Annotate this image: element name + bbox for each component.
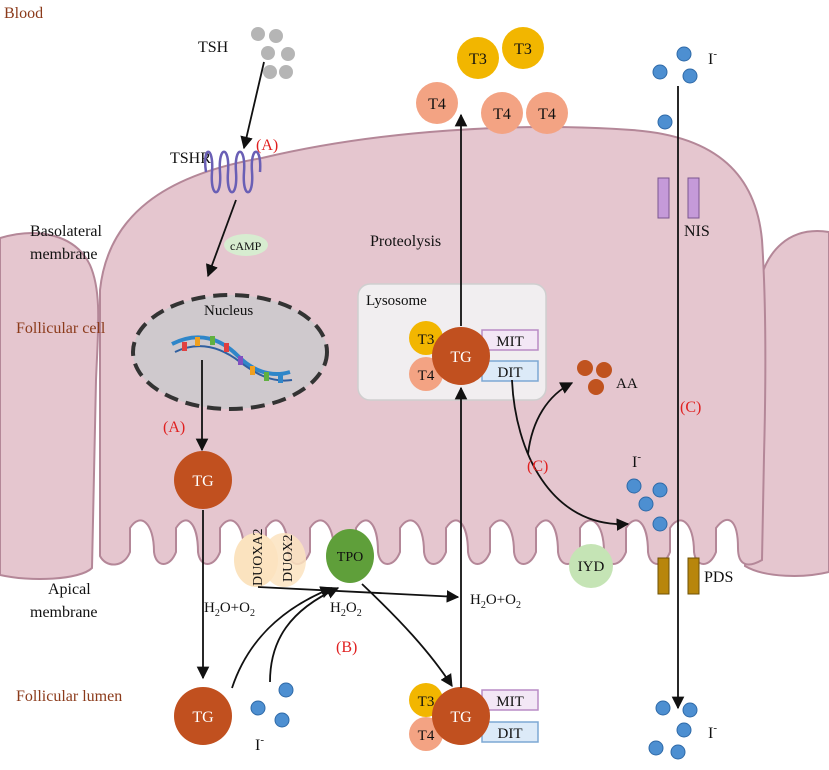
annotation-c-right: (C) <box>680 399 701 416</box>
annotation-a-top: (A) <box>256 137 278 154</box>
amino-acid-arrow <box>527 382 574 455</box>
iodide-to-tpo-arrow <box>269 587 340 683</box>
follicular-lumen-label: Follicular lumen <box>16 688 122 705</box>
t3-blood-label-2: T3 <box>514 41 532 58</box>
tshr-to-nucleus-arrow <box>206 199 237 278</box>
t4-blood-label-2: T4 <box>493 106 511 123</box>
t3-blood-circle-2 <box>502 27 544 69</box>
nis-channel-left <box>657 177 670 219</box>
dit-lumen-label: DIT <box>498 726 523 742</box>
tg-lysosome-circle <box>432 327 490 385</box>
basolateral-label-line1: Basolateral <box>30 223 103 240</box>
apical-label-line2: membrane <box>30 604 98 621</box>
tshr-receptor-icon <box>203 150 262 194</box>
dna-strand-icon <box>171 335 293 383</box>
tsh-label: TSH <box>198 39 229 56</box>
lumen-right-iodide-label: I- <box>708 722 717 742</box>
h2o2-label: H2O2 <box>330 600 362 619</box>
annotation-c-left: (C) <box>527 458 548 475</box>
lysosome-label: Lysosome <box>366 293 427 309</box>
t4-blood-circle-3 <box>526 92 568 134</box>
h2o-o2-left: H2O+O2 <box>204 600 255 619</box>
pds-label: PDS <box>704 569 733 586</box>
tg-lumen-label: TG <box>192 709 214 726</box>
tg-cell-circle <box>174 451 232 509</box>
apical-label-line1: Apical <box>48 581 91 598</box>
h2o-o2-right: H2O+O2 <box>470 592 521 611</box>
pds-channel-left <box>657 557 670 595</box>
dit-lysosome-label: DIT <box>498 365 523 381</box>
tpo-to-iodinated-tg-arrow <box>361 583 453 688</box>
nucleus-label: Nucleus <box>204 303 253 319</box>
annotation-b: (B) <box>336 639 357 656</box>
mit-lumen-label: MIT <box>496 694 524 710</box>
tsh-molecules <box>251 27 295 79</box>
t4-blood-label-1: T4 <box>428 96 446 113</box>
iyd-enzyme <box>569 544 613 588</box>
tpo-label: TPO <box>337 550 363 565</box>
t4-blood-label-3: T4 <box>538 106 556 123</box>
camp-label: cAMP <box>230 239 262 253</box>
tg-iodinated-lumen-label: TG <box>450 709 472 726</box>
t3-blood-label-1: T3 <box>469 51 487 68</box>
blood-iodide-ions <box>652 46 698 130</box>
t3-lysosome-label: T3 <box>418 332 435 348</box>
h2o2-flow-arrow <box>257 586 460 603</box>
pds-channel-right <box>687 557 700 595</box>
nis-channel-right <box>687 177 700 219</box>
tsh-to-tshr-arrow <box>240 61 265 150</box>
iyd-label: IYD <box>578 559 605 575</box>
tshr-label: TSHR <box>170 150 211 167</box>
tg-cell-label: TG <box>192 473 214 490</box>
t4-blood-circle-2 <box>481 92 523 134</box>
cell-iodide-label: I- <box>632 451 641 471</box>
duoxa2-label: DUOXA2 <box>251 528 266 586</box>
t4-blood-circle-1 <box>416 82 458 124</box>
duox2-protein <box>262 533 306 587</box>
tg-lysosome-label: TG <box>450 349 472 366</box>
tpo-enzyme <box>326 529 374 583</box>
tg-to-tpo-arrow <box>231 586 334 689</box>
nis-label: NIS <box>684 223 710 240</box>
t4-lysosome-label: T4 <box>418 368 435 384</box>
t3-lumen-label: T3 <box>418 694 435 710</box>
t3-blood-circle-1 <box>457 37 499 79</box>
aa-label: AA <box>616 376 638 392</box>
lumen-right-iodide-ions <box>648 700 698 760</box>
duox2-label: DUOX2 <box>281 535 296 582</box>
deiodination-arrow <box>511 379 630 531</box>
t4-lumen-label: T4 <box>418 728 435 744</box>
amino-acid-molecules <box>577 360 612 395</box>
lumen-iodide-ions <box>250 682 294 728</box>
lumen-iodide-label: I- <box>255 734 264 754</box>
left-neighbor-cell <box>0 232 100 581</box>
follicular-cell-label: Follicular cell <box>16 320 106 337</box>
cell-iodide-ions <box>626 478 668 532</box>
mit-lysosome-label: MIT <box>496 334 524 350</box>
basolateral-label-line2: membrane <box>30 246 98 263</box>
blood-iodide-label: I- <box>708 48 717 68</box>
tg-iodinated-lumen-circle <box>432 687 490 745</box>
tg-lumen-circle <box>174 687 232 745</box>
annotation-a-mid: (A) <box>163 419 185 436</box>
camp-bubble <box>224 234 268 256</box>
blood-label: Blood <box>4 5 43 22</box>
proteolysis-label: Proteolysis <box>370 233 441 250</box>
